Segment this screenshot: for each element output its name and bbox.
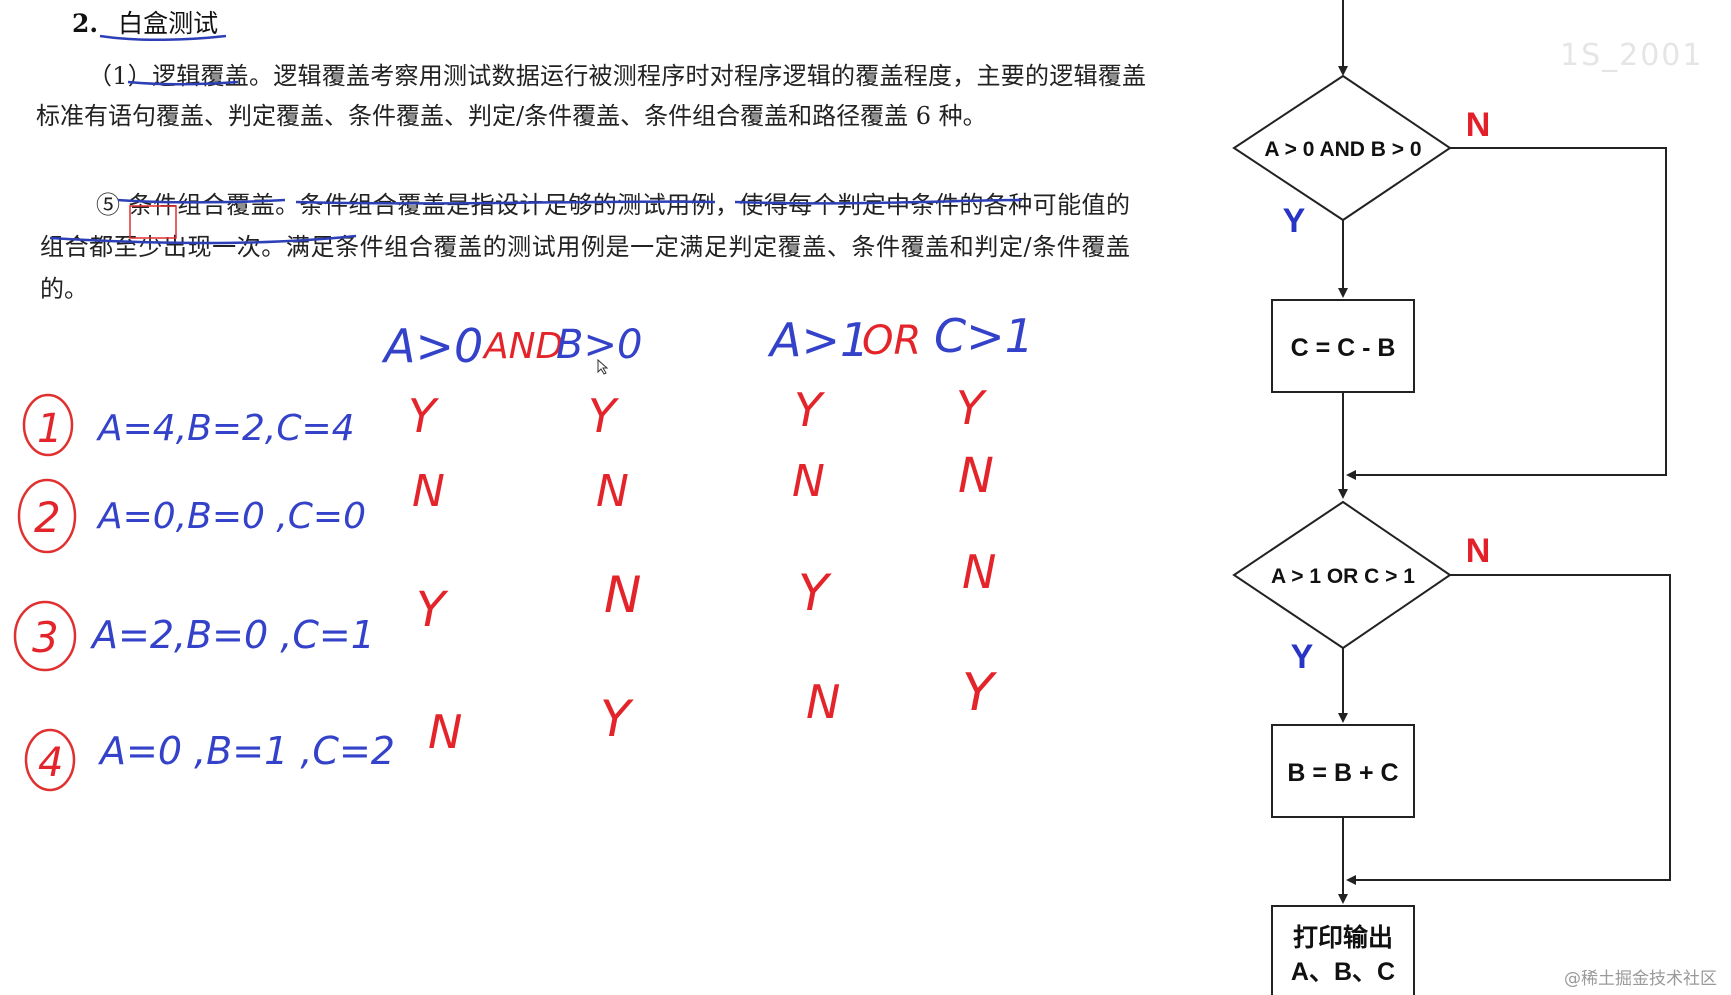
case1-val-c4: Y <box>956 381 988 435</box>
case4-val-c2: Y <box>600 690 634 748</box>
case3-val-c3: Y <box>798 564 832 622</box>
underline-definition-2 <box>734 198 1023 205</box>
case-number-circle-2 <box>17 478 77 554</box>
output-text-line1: 打印输出 <box>1293 923 1393 952</box>
decision-text-1: A > 0 AND B > 0 <box>1264 138 1421 161</box>
case1-val-c2: Y <box>588 389 620 443</box>
case-number-circle-4 <box>24 728 76 792</box>
label-no-1: N <box>1466 106 1491 144</box>
underline-definition-3 <box>49 234 357 245</box>
case1-val-c1: Y <box>408 389 440 443</box>
red-box-mark <box>129 205 177 239</box>
header-cond-a-gt-0: A>0 <box>381 319 483 373</box>
flow-line-d1-no <box>1346 147 1667 480</box>
watermark-top-right: 1S_2001 <box>1560 38 1704 73</box>
case-number-2: 2 <box>34 493 61 542</box>
watermark-bottom-right: @稀土掘金技术社区 <box>1564 969 1717 989</box>
process-box-1 <box>1271 299 1415 393</box>
case3-val-c2: N <box>604 566 641 624</box>
header-and: AND <box>482 326 563 367</box>
underline-logic-coverage <box>127 80 239 86</box>
underline-definition-1 <box>295 200 716 205</box>
case2-val-c2: N <box>596 466 629 517</box>
label-yes-2: Y <box>1291 638 1314 676</box>
flow-line-d2-no <box>1346 574 1671 885</box>
header-cond-c-gt-1: C>1 <box>934 309 1034 363</box>
label-no-2: N <box>1466 532 1491 570</box>
output-text-line2: A、B、C <box>1291 958 1395 986</box>
heading-number: 2. <box>72 9 99 38</box>
label-yes-1: Y <box>1283 202 1306 240</box>
header-or: OR <box>862 318 921 364</box>
case2-val-c1: N <box>412 466 445 517</box>
case-label-4: A=0 ,B=1 ,C=2 <box>97 729 395 773</box>
case2-val-c4: N <box>958 448 994 504</box>
case-label-2: A=0,B=0 ,C=0 <box>96 496 366 537</box>
case4-val-c4: Y <box>962 663 998 723</box>
decision-text-2: A > 1 OR C > 1 <box>1271 565 1415 588</box>
header-cond-b-gt-0: B>0 <box>556 322 642 368</box>
handwriting-layer: A>0 AND B>0 A>1 OR C>1 1 A=4,B=2,C=4 Y Y… <box>13 34 1034 792</box>
case4-val-c1: N <box>428 705 462 759</box>
paragraph-logic-coverage: （1）逻辑覆盖。逻辑覆盖考察用测试数据运行被测程序时对程序逻辑的覆盖程度，主要的… <box>36 62 1146 130</box>
document-text-area: 2. 白盒测试 （1）逻辑覆盖。逻辑覆盖考察用测试数据运行被测程序时对程序逻辑的… <box>0 0 1180 320</box>
case-number-circle-1 <box>22 393 74 457</box>
case1-val-c3: Y <box>794 383 826 437</box>
case4-val-c3: N <box>806 675 840 729</box>
case-number-3: 3 <box>32 613 59 662</box>
case2-val-c3: N <box>792 456 825 507</box>
section-heading: 2. 白盒测试 <box>72 4 218 40</box>
header-cond-a-gt-1: A>1 <box>767 313 869 367</box>
case-number-circle-3 <box>13 600 77 672</box>
case-number-4: 4 <box>38 740 63 786</box>
flowchart: A > 0 AND B > 0 N Y C = C - B A > 1 OR C… <box>1232 0 1671 995</box>
case3-val-c1: Y <box>416 582 449 638</box>
paragraph-condition-combination: ⑤ 条件组合覆盖。条件组合覆盖是指设计足够的测试用例，使得每个判定中条件的各种可… <box>40 191 1130 303</box>
case3-val-c4: N <box>962 545 996 599</box>
process-text-1: C = C - B <box>1291 334 1396 362</box>
process-box-2 <box>1271 724 1415 818</box>
output-box <box>1271 905 1415 995</box>
case-label-1: A=4,B=2,C=4 <box>96 408 355 449</box>
process-text-2: B = B + C <box>1287 759 1398 787</box>
case-number-1: 1 <box>37 406 62 452</box>
case-label-3: A=2,B=0 ,C=1 <box>89 613 375 657</box>
heading-title: 白盒测试 <box>118 9 219 38</box>
underline-heading <box>99 34 227 42</box>
underline-cond-comb <box>117 198 286 204</box>
cursor-icon <box>597 358 609 375</box>
